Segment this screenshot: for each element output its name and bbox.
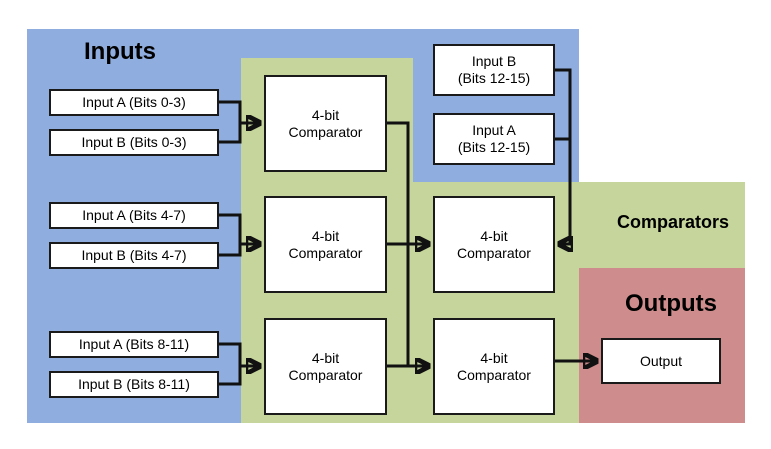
comparator-label-line1: 4-bit [480, 227, 508, 244]
comparator-label-line2: Comparator [457, 366, 531, 383]
input-box-a-bits-8-11[interactable]: Input A (Bits 8-11) [49, 331, 219, 358]
comparator-label-line1: 4-bit [311, 227, 340, 244]
output-box[interactable]: Output [601, 338, 721, 384]
input-box-a-bits-12-15[interactable]: Input A (Bits 12-15) [433, 113, 555, 165]
zone-comparators-label [579, 182, 745, 268]
input-box-label: Input B (Bits 4-7) [81, 247, 187, 264]
input-box-label: Input B (Bits 0-3) [81, 134, 187, 151]
input-box-label: Input A (Bits 0-3) [82, 94, 186, 111]
comparator-label-line2: Comparator [457, 244, 531, 261]
input-box-label-line1: Input B [471, 53, 517, 70]
comparator-label-line2: Comparator [288, 123, 363, 140]
input-box-label-line1: Input A [472, 122, 516, 139]
comparator-label-line2: Comparator [288, 366, 363, 383]
comparator-box-1[interactable]: 4-bit Comparator [264, 75, 387, 172]
input-box-label-line2: (Bits 12-15) [457, 70, 531, 86]
input-box-label: Input A (Bits 4-7) [82, 207, 186, 224]
comparator-label-line2: Comparator [288, 244, 363, 261]
comparator-label-line1: 4-bit [311, 349, 340, 366]
zone-title-inputs: Inputs [84, 38, 156, 65]
comparator-box-5[interactable]: 4-bit Comparator [433, 318, 555, 415]
comparator-label-line1: 4-bit [480, 349, 508, 366]
output-box-label: Output [639, 352, 683, 369]
input-box-label: Input A (Bits 8-11) [78, 336, 190, 353]
input-box-b-bits-4-7[interactable]: Input B (Bits 4-7) [49, 242, 219, 269]
input-box-label: Input B (Bits 8-11) [78, 376, 190, 393]
input-box-a-bits-0-3[interactable]: Input A (Bits 0-3) [49, 89, 219, 116]
input-box-a-bits-4-7[interactable]: Input A (Bits 4-7) [49, 202, 219, 229]
zone-title-comparators: Comparators [617, 212, 730, 232]
comparator-box-4[interactable]: 4-bit Comparator [433, 196, 555, 293]
input-box-label-line2: (Bits 12-15) [457, 139, 531, 155]
input-box-b-bits-12-15[interactable]: Input B (Bits 12-15) [433, 44, 555, 96]
input-box-b-bits-0-3[interactable]: Input B (Bits 0-3) [49, 129, 219, 156]
comparator-label-line1: 4-bit [311, 106, 340, 123]
input-box-b-bits-8-11[interactable]: Input B (Bits 8-11) [49, 371, 219, 398]
comparator-box-3[interactable]: 4-bit Comparator [264, 318, 387, 415]
zone-title-outputs: Outputs [625, 290, 717, 317]
comparator-box-2[interactable]: 4-bit Comparator [264, 196, 387, 293]
